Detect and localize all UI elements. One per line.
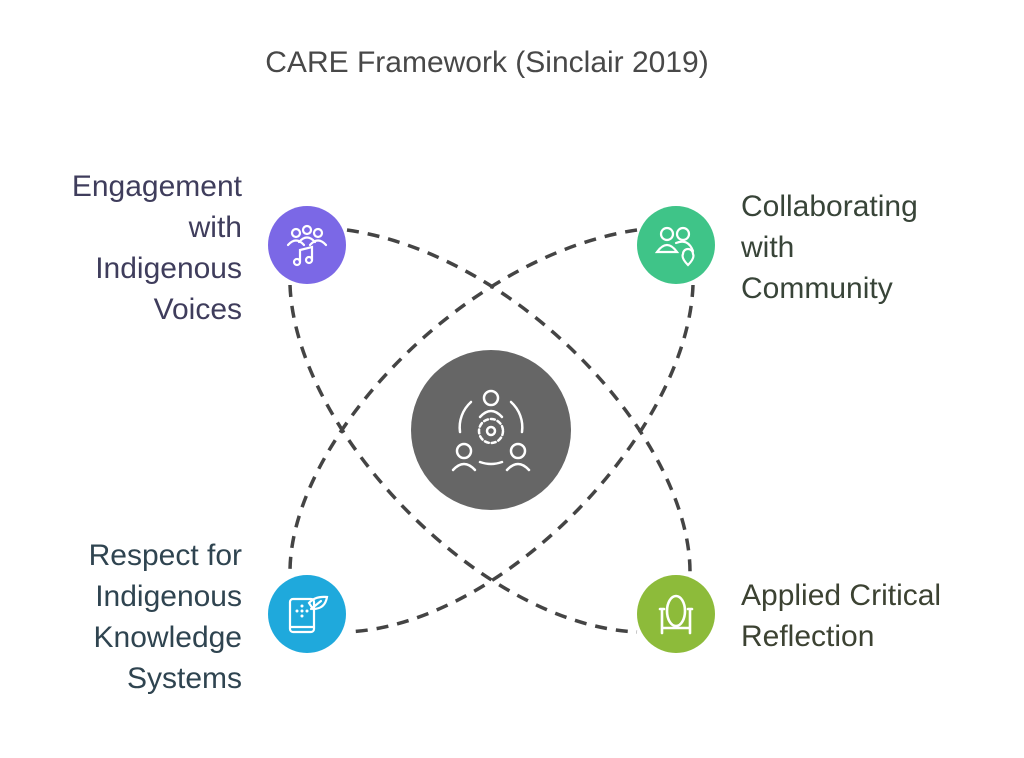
label-engagement: Engagement with Indigenous Voices [71,170,242,326]
diagram-title: CARE Framework (Sinclair 2019) [265,46,709,79]
label-respect: Respect for Indigenous Knowledge Systems [88,539,242,695]
community-gear-icon [451,389,531,472]
connector-engagement-to-reflection-lower [288,284,638,634]
node-respect [268,575,346,653]
book-leaf-icon [288,595,329,634]
connector-lines [288,228,695,634]
connector-engagement-to-reflection-upper [346,228,692,573]
label-reflection: Applied Critical Reflection [741,579,942,653]
center-node [411,350,571,510]
people-location-icon [654,226,695,267]
connector-collaborating-to-respect-lower [346,284,695,634]
node-collaborating [637,206,715,284]
people-music-icon [286,224,328,267]
connector-collaborating-to-respect-upper [288,228,638,573]
mirror-icon [658,594,694,635]
node-reflection [637,575,715,653]
node-engagement [268,206,346,284]
label-collaborating: Collaborating with Community [741,190,918,305]
